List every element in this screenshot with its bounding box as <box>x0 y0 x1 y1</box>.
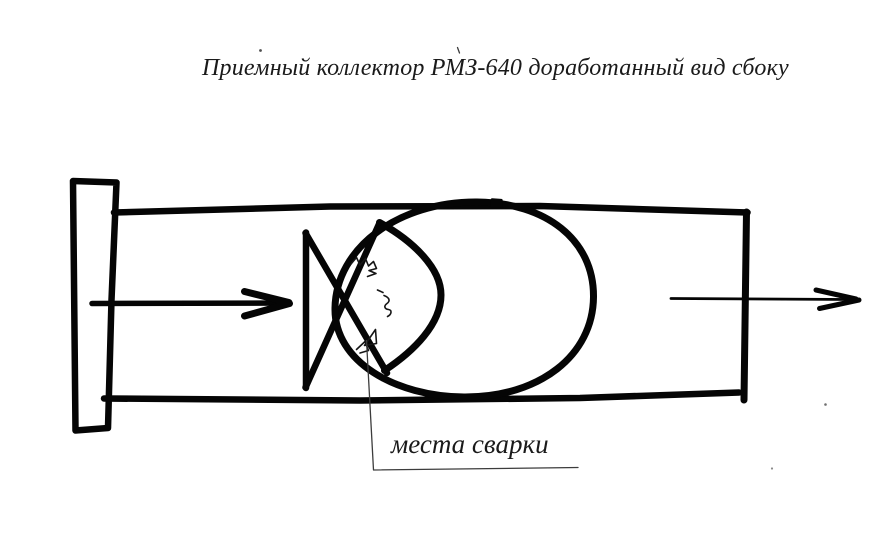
outlet-arrow-head <box>813 287 862 311</box>
weld-scribble-upper <box>350 256 378 278</box>
speck-right-mid <box>824 403 827 406</box>
expansion-chamber-ellipse <box>331 198 598 401</box>
inlet-arrow-shaft <box>89 300 286 307</box>
weld-callout-label: места сварки <box>391 429 549 459</box>
callout-leader-line <box>365 339 579 471</box>
outlet-flow-arrow <box>669 287 862 311</box>
stray-specks <box>259 46 827 470</box>
speck-bottom-right <box>770 467 774 470</box>
drawing-title: Приемный коллектор РМЗ-640 доработанный … <box>202 55 789 81</box>
weld-scribble-tick <box>376 289 384 294</box>
weld-scribble-triangle <box>363 328 378 347</box>
inlet-flow-arrow <box>89 288 293 320</box>
cone-lower-side <box>302 219 383 391</box>
speck-above-title <box>259 49 262 52</box>
cone-curved-tip <box>376 219 445 374</box>
outlet-arrow-shaft <box>669 297 853 301</box>
inlet-flange <box>69 177 120 434</box>
ink-blot <box>490 198 503 208</box>
weld-scribble-middle <box>383 294 392 318</box>
inlet-arrow-head <box>241 288 293 320</box>
speck-above-640 <box>456 46 461 54</box>
pipe-outlet-end-cap <box>740 208 750 404</box>
cone-baffle <box>302 219 445 392</box>
